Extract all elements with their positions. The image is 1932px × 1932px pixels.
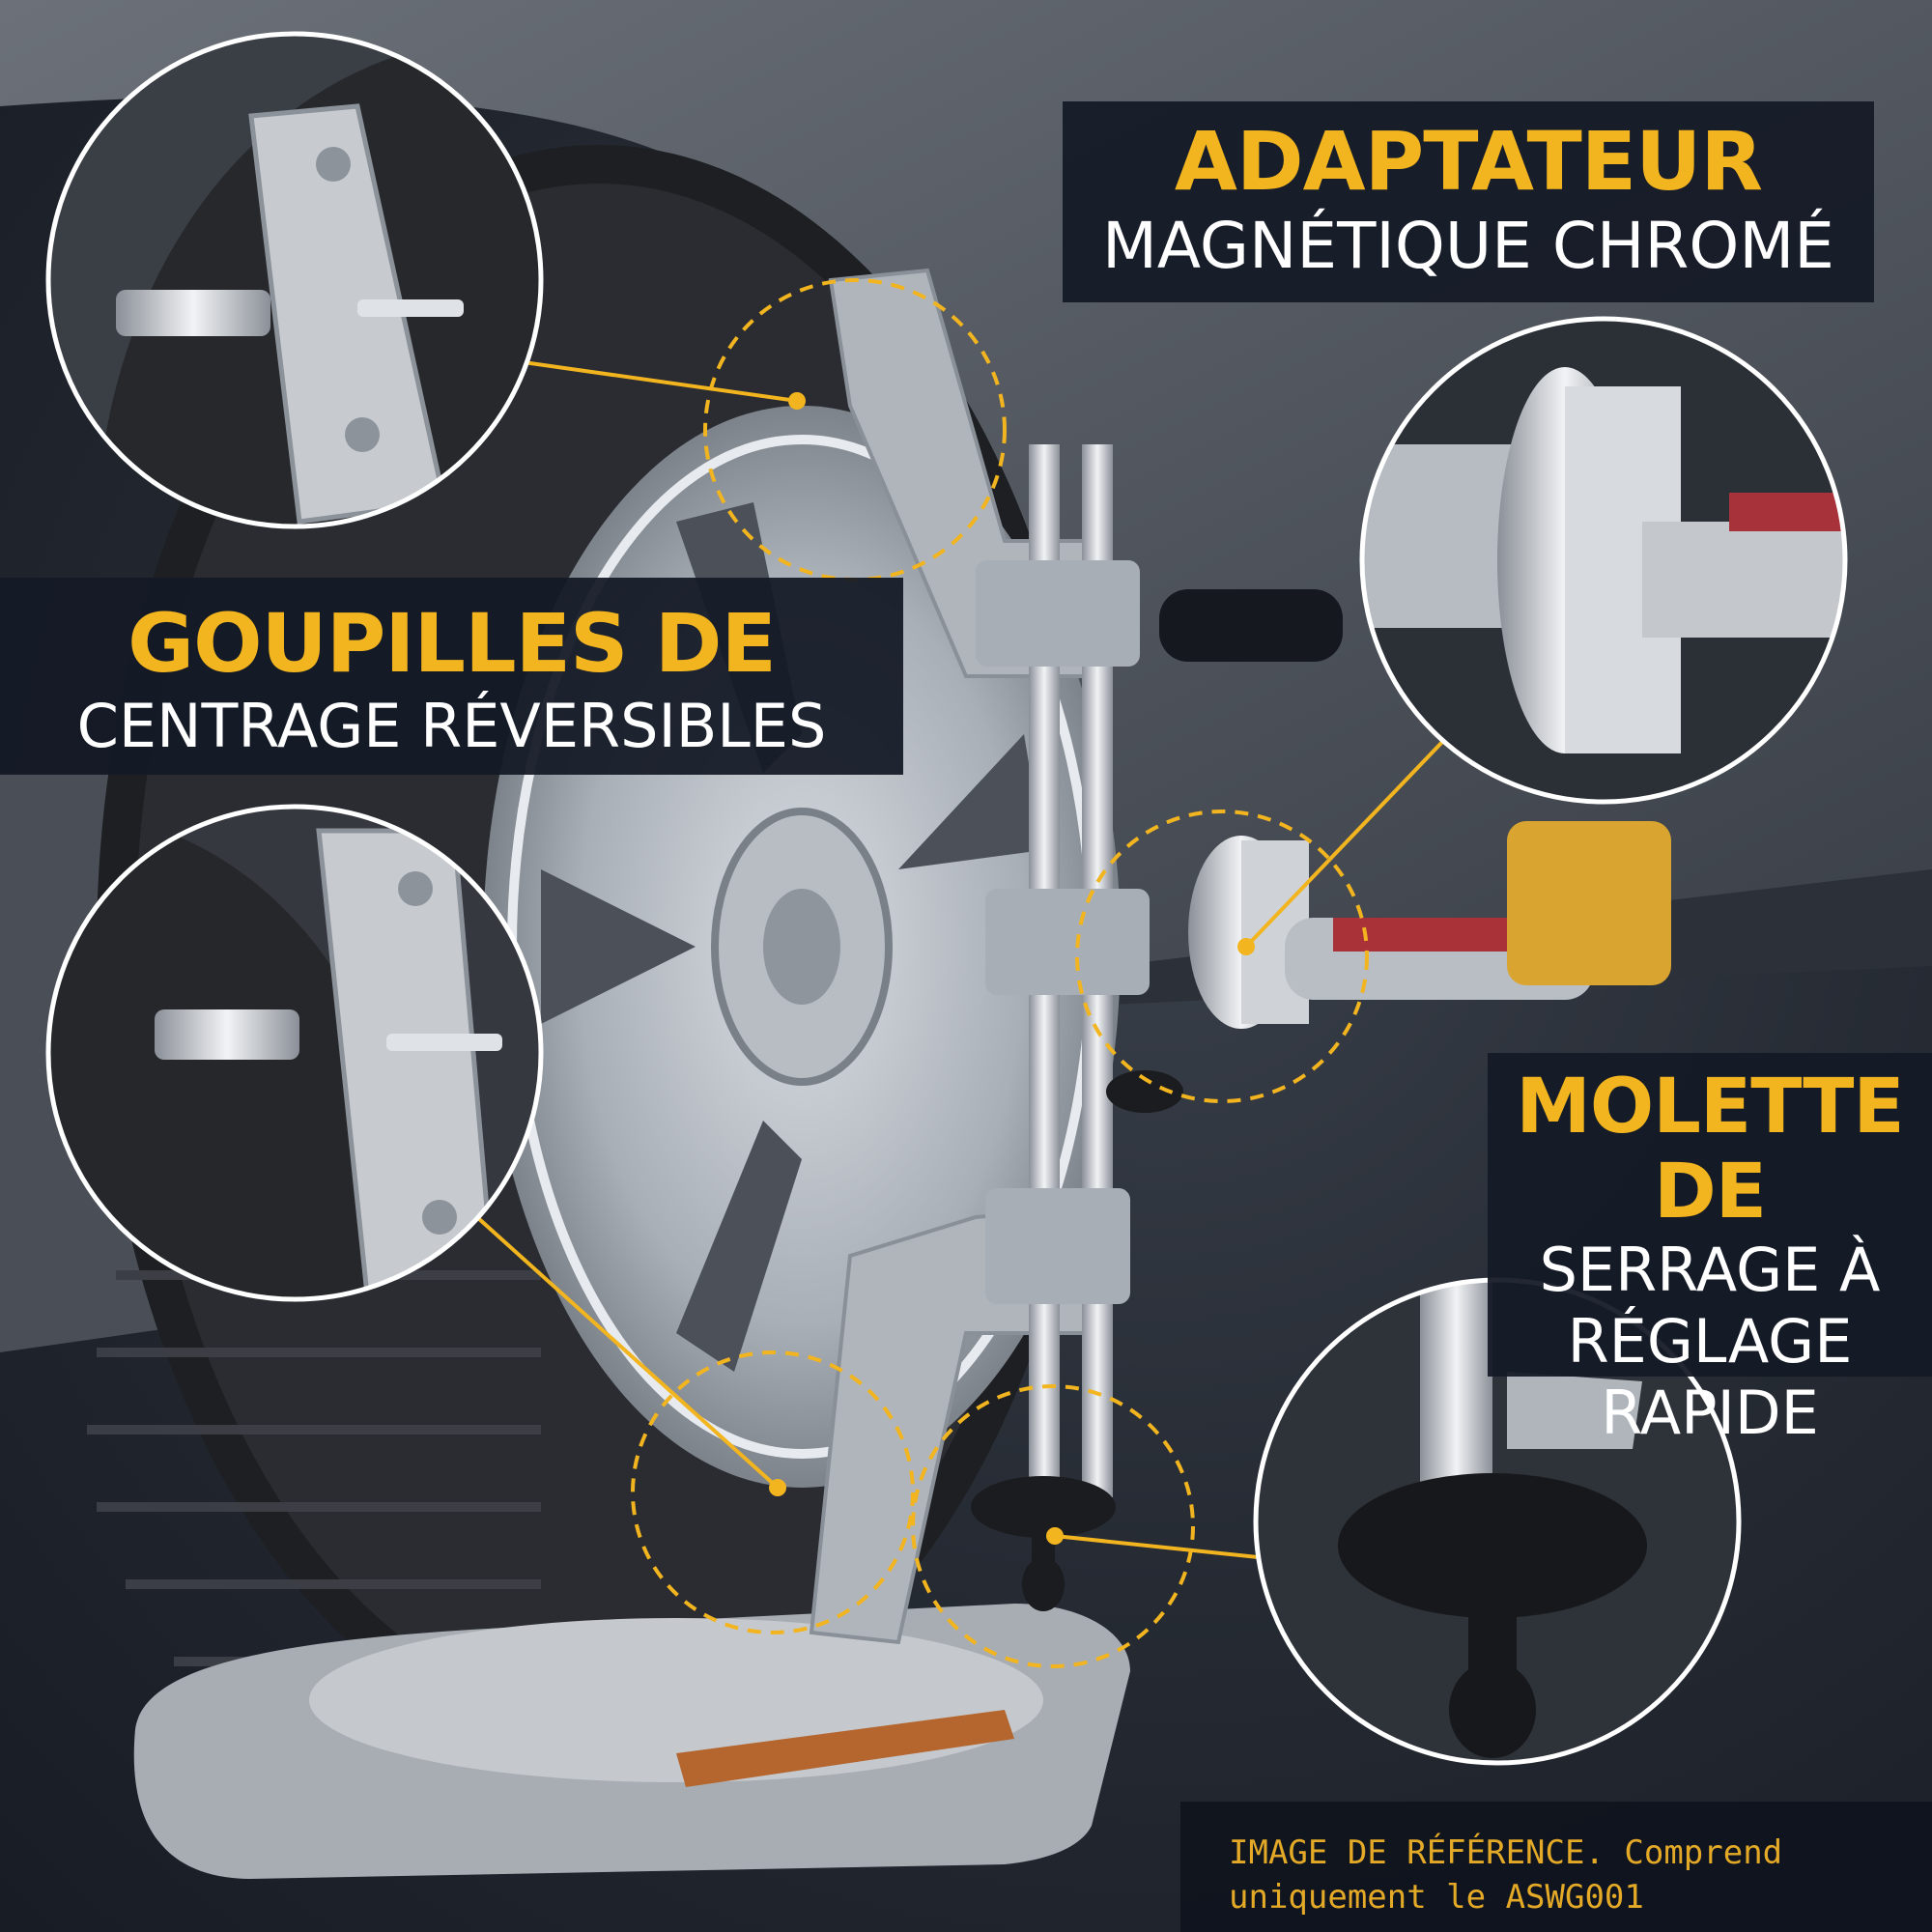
adapter-marker	[1075, 810, 1369, 1103]
callout-knob-title: MOLETTE DE	[1516, 1064, 1904, 1236]
pin-bottom-marker	[631, 1350, 915, 1634]
callout-pins: GOUPILLES DE CENTRAGE RÉVERSIBLES	[0, 578, 903, 775]
callout-pins-title: GOUPILLES DE	[128, 596, 777, 691]
zoom-pin-top	[45, 31, 544, 529]
disclaimer-box: IMAGE DE RÉFÉRENCE. Comprend uniquement …	[1180, 1802, 1932, 1932]
callout-adapter-subtitle: MAGNÉTIQUE CHROMÉ	[1101, 209, 1835, 283]
disclaimer-text: IMAGE DE RÉFÉRENCE. Comprend uniquement …	[1229, 1831, 1782, 1919]
knob-marker	[911, 1384, 1195, 1668]
disclaimer-line1: IMAGE DE RÉFÉRENCE. Comprend	[1229, 1833, 1783, 1872]
callout-pins-subtitle: CENTRAGE RÉVERSIBLES	[76, 691, 827, 761]
callout-knob-line4: RAPIDE	[1601, 1378, 1819, 1448]
callout-knob-line2: SERRAGE À	[1539, 1235, 1881, 1305]
zoom-adapter	[1359, 316, 1848, 805]
callout-knob-line3: RÉGLAGE	[1567, 1306, 1853, 1377]
callout-adapter-title: ADAPTATEUR	[1174, 114, 1763, 209]
clamp-knob-icon	[971, 1070, 1183, 1611]
turntable-icon	[133, 1604, 1130, 1879]
magnetic-adapter-icon	[1188, 821, 1671, 1029]
disclaimer-line2: uniquement le ASWG001	[1229, 1878, 1644, 1917]
wheel-clamp-icon	[809, 268, 1150, 1645]
callout-knob: MOLETTE DE SERRAGE À RÉGLAGE RAPIDE	[1488, 1053, 1932, 1448]
zoom-knob	[1253, 1277, 1742, 1766]
callout-adapter: ADAPTATEUR MAGNÉTIQUE CHROMÉ	[1063, 101, 1874, 302]
